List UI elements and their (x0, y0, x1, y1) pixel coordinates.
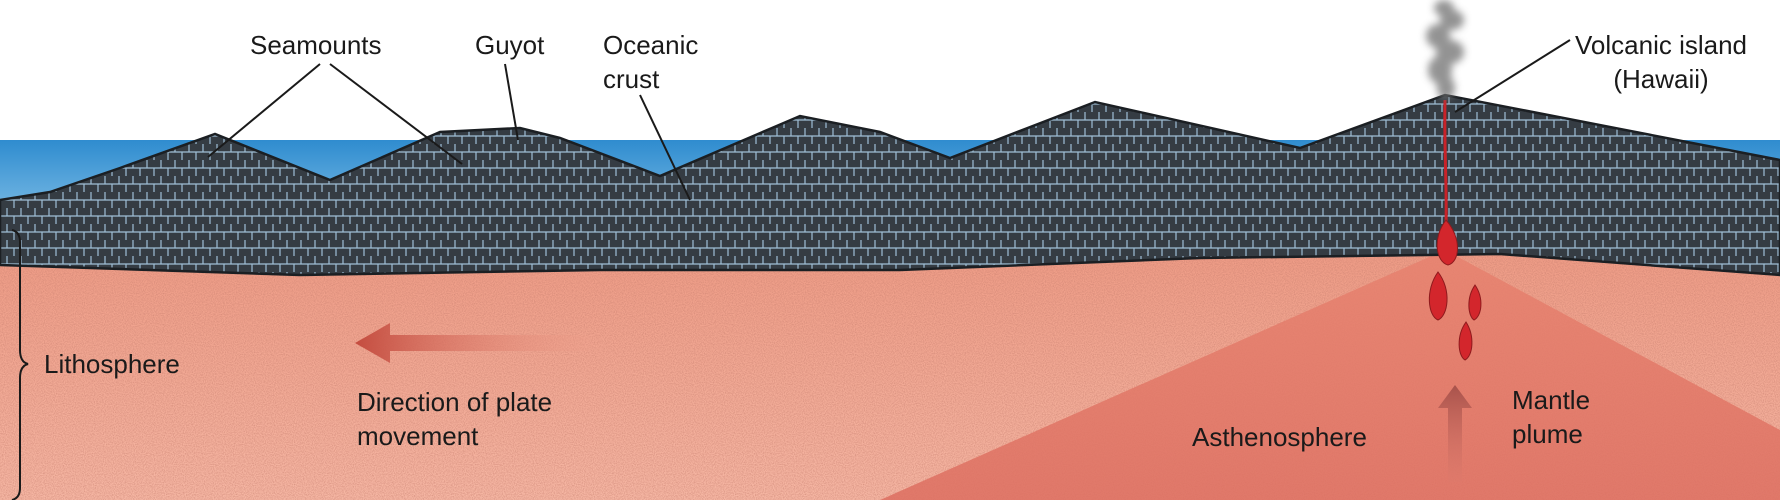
asthenosphere-label: Asthenosphere (1192, 422, 1367, 452)
oceanic-crust (0, 93, 1780, 277)
volcanic-smoke (1426, 0, 1464, 100)
plate-movement-arrow (355, 323, 590, 363)
seamounts-leader-2 (329, 63, 463, 165)
leader-lines (207, 39, 1571, 201)
plume-rising-arrow (1438, 385, 1472, 482)
guyot-label: Guyot (475, 30, 545, 60)
mantle-plume-line-1: Mantle (1512, 385, 1591, 415)
volcanic-island-line-1: Volcanic island (1575, 30, 1747, 60)
mantle-plume-zone (880, 250, 1780, 500)
lithosphere-brace (11, 229, 29, 500)
plate-movement-label: Direction of plate movement (357, 385, 552, 453)
plate-movement-line-2: movement (357, 421, 479, 451)
volcanic-island-line-2: (Hawaii) (1613, 64, 1709, 94)
oceanic-crust-line-2: crust (603, 64, 660, 94)
mantle-plume-label: Mantle plume (1512, 383, 1590, 451)
plate-movement-line-1: Direction of plate (357, 387, 553, 417)
mantle-plume-line-2: plume (1512, 419, 1583, 449)
oceanic-crust-label: Oceanic crust (603, 28, 698, 96)
magma-conduit (1428, 99, 1482, 361)
volcanic-island-label: Volcanic island (Hawaii) (1575, 28, 1747, 96)
seamounts-label: Seamounts (250, 30, 382, 60)
guyot-leader (504, 63, 519, 141)
oceanic-crust-line-1: Oceanic (603, 30, 699, 60)
seamounts-leader-1 (207, 63, 321, 158)
oceanic-crust-leader (639, 94, 691, 201)
volcanic-island-leader (1454, 39, 1571, 113)
lithosphere-label: Lithosphere (44, 349, 180, 379)
